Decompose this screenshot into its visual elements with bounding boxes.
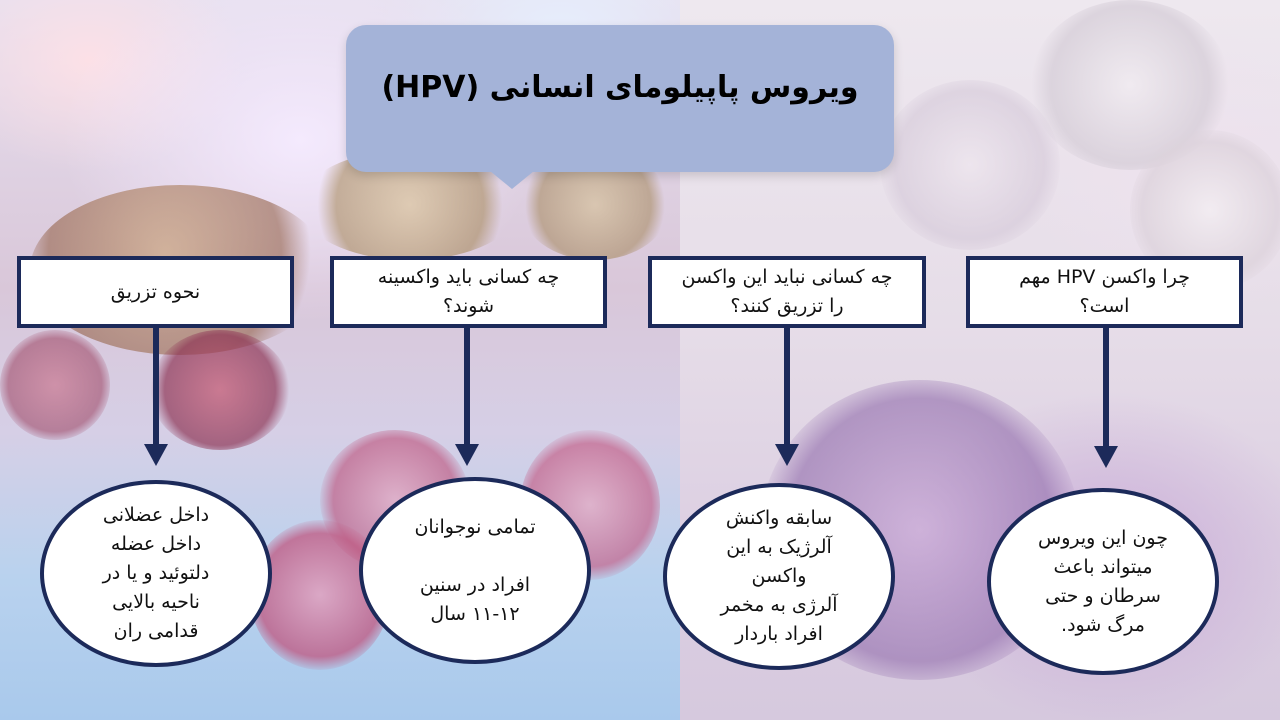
answer-circle-who-should-not: سابقه واکنش آلرژیک به این واکسن آلرژی به… <box>663 483 895 670</box>
answer-line: قدامی ران <box>113 620 199 642</box>
answer-line: میتواند باعث <box>1053 555 1153 578</box>
answer-line: واکسن <box>751 565 807 587</box>
answer-circle-injection-method: داخل عضلانی داخل عضله دلتوئید و یا در نا… <box>40 480 272 667</box>
question-line: نحوه تزریق <box>110 280 201 303</box>
answer-circle-who-should: تمامی نوجوانان افراد در سنین ۱۱-۱۲ سال <box>359 477 591 664</box>
question-box-who-should: چه کسانی باید واکسینه شوند؟ <box>330 256 607 328</box>
question-box-injection-method: نحوه تزریق <box>17 256 294 328</box>
page-title: ویروس پاپیلومای انسانی (HPV) <box>381 70 859 105</box>
answer-line: آلرژیک به این <box>726 536 832 558</box>
question-box-why-important: چرا واکسن HPV مهم است؟ <box>966 256 1243 328</box>
question-line: چه کسانی باید واکسینه <box>377 266 560 288</box>
answer-line: دلتوئید و یا در <box>102 562 210 584</box>
question-line: را تزریق کنند؟ <box>730 295 844 317</box>
answer-line: ۱۱-۱۲ سال <box>430 602 520 625</box>
title-callout-pointer <box>490 171 534 189</box>
answer-line: ناحیه بالایی <box>112 591 200 613</box>
answer-line: داخل عضله <box>110 533 202 555</box>
question-line: شوند؟ <box>442 295 495 317</box>
question-box-who-should-not: چه کسانی نباید این واکسن را تزریق کنند؟ <box>648 256 926 328</box>
answer-line: سابقه واکنش <box>725 507 833 529</box>
answer-line: تمامی نوجوانان <box>414 515 536 538</box>
cell-illustration <box>0 330 110 440</box>
cell-illustration <box>880 80 1060 250</box>
answer-line: آلرژی به مخمر <box>720 594 838 616</box>
question-line: چرا واکسن HPV مهم <box>1019 266 1190 288</box>
answer-line: مرگ شود. <box>1061 613 1145 636</box>
answer-line: افراد باردار <box>735 623 823 645</box>
answer-line: داخل عضلانی <box>102 504 210 526</box>
answer-line: چون این ویروس <box>1038 526 1168 549</box>
answer-line: افراد در سنین <box>419 573 531 596</box>
cell-illustration <box>150 330 290 450</box>
question-line: است؟ <box>1079 295 1130 317</box>
title-callout <box>346 25 894 172</box>
answer-circle-why-important: چون این ویروس میتواند باعث سرطان و حتی م… <box>987 488 1219 675</box>
answer-line: سرطان و حتی <box>1045 584 1161 607</box>
question-line: چه کسانی نباید این واکسن <box>681 266 893 288</box>
